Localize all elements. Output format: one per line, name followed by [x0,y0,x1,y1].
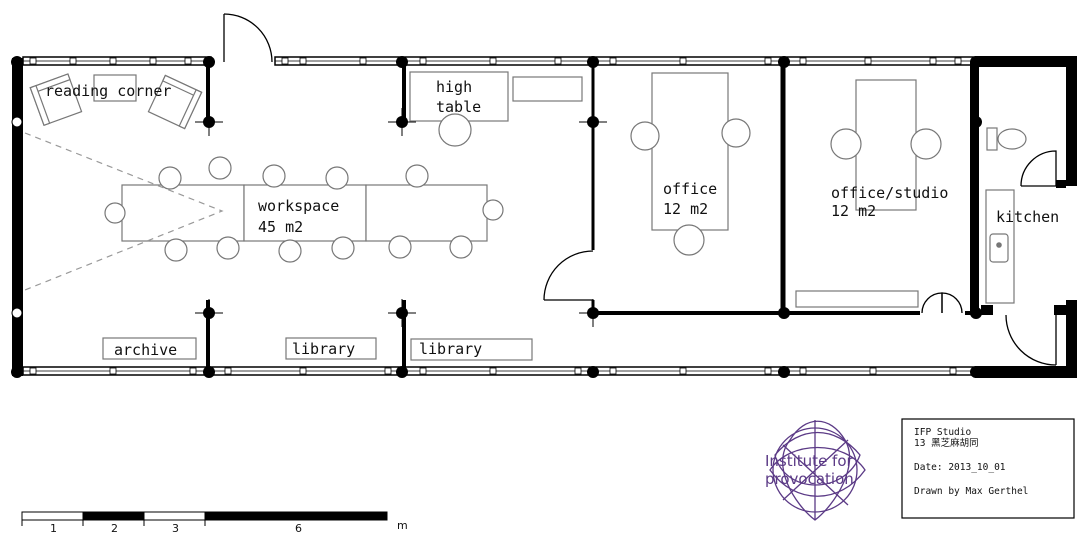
logo-line-2: provocation [765,470,854,488]
workspace-table-2 [243,184,367,242]
exterior-walls [12,56,1077,378]
furniture [29,71,1027,361]
label-archive: archive [114,341,177,359]
title-block: IFP Studio 13 黑芝麻胡同 Date: 2013_10_01 Dra… [901,418,1075,519]
label-high-table-2: table [436,98,481,116]
projection-cone [24,132,224,291]
window-mullions [29,57,962,375]
scale-label-2: 2 [111,522,118,535]
kitchen-north-wall [975,56,1077,67]
armchair-right [147,74,203,130]
toilet-tank [986,127,998,151]
workspace-table-1 [121,184,245,242]
high-table-stool [438,113,472,147]
label-reading-corner: reading corner [45,82,171,100]
doors [223,13,1057,366]
scale-bar: 1 2 3 6 m [21,511,408,535]
office-desk [651,72,729,231]
kitchen-east-wall-upper [1066,56,1077,186]
title-block-address: 13 黑芝麻胡同 [914,437,979,449]
west-wall [12,58,23,376]
studio-door [921,292,943,314]
label-workspace-area: 45 m2 [258,218,303,236]
coffee-table [93,74,137,102]
kitchen-west-wall [970,62,979,312]
label-library-1: library [292,340,355,358]
scale-unit: m [397,519,408,532]
label-workspace: workspace [258,197,339,215]
label-high-table-1: high [436,78,472,96]
label-office-area: 12 m2 [663,200,708,218]
sideboard [512,76,583,102]
label-kitchen: kitchen [996,208,1059,226]
kitchen-sink [989,233,1009,263]
archive-shelf [102,337,197,360]
logo-line-1: Institute for [765,452,854,470]
scale-label-1: 1 [50,522,57,535]
column-crosses [195,108,607,327]
title-block-project: IFP Studio [914,427,971,438]
room-labels: reading corner high table workspace 45 m… [45,78,1059,359]
library-shelf-2 [410,338,533,361]
institute-logo: Institute for provocation [765,420,866,521]
workspace-table-3 [365,184,488,242]
label-office: office [663,180,717,198]
library-shelf-1 [285,337,377,360]
label-office-studio-area: 12 m2 [831,202,876,220]
label-library-2: library [419,340,482,358]
kitchen-south-wall [975,366,1077,378]
armchair-left [29,73,83,127]
title-block-drawn-by: Drawn by Max Gerthel [914,486,1028,497]
title-block-date: Date: 2013_10_01 [914,462,1006,473]
kitchen-east-wall-lower [1066,300,1077,378]
scale-label-6: 6 [295,522,302,535]
scale-label-3: 3 [172,522,179,535]
label-office-studio: office/studio [831,184,948,202]
studio-shelf [795,290,919,308]
toilet-bowl [997,128,1027,150]
